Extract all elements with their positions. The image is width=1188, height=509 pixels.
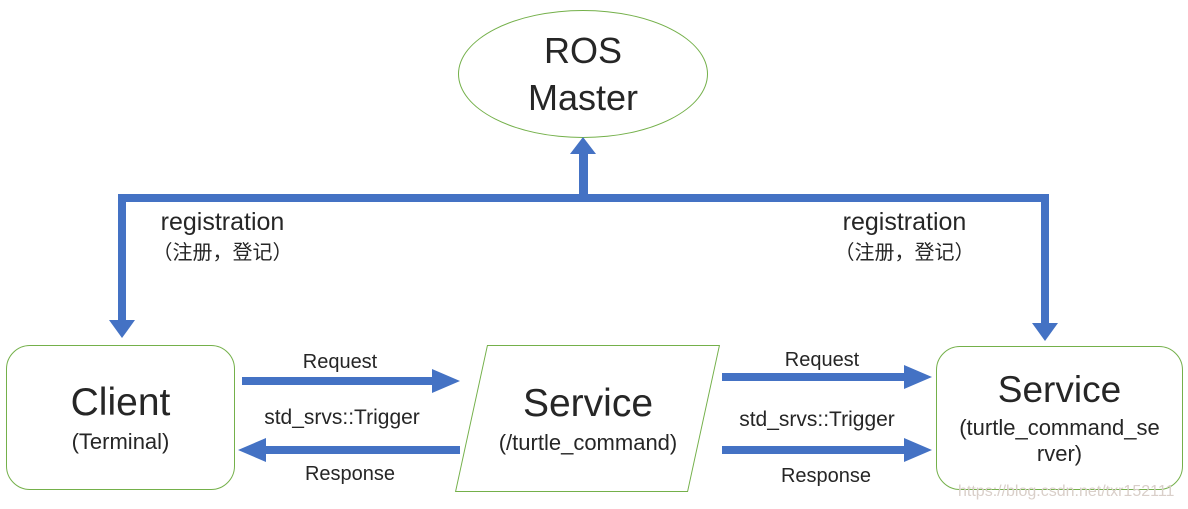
ros-master-node: ROS Master — [458, 10, 708, 138]
registration-arrow-up-head-icon — [570, 137, 596, 154]
registration-arrow-up-shaft — [579, 153, 588, 198]
server-response-arrow-head-icon — [904, 438, 932, 462]
registration-right-text-cn: （注册，登记） — [834, 242, 975, 264]
service-node-label: Service (/turtle_command) — [455, 347, 721, 490]
registration-arrow-right-shaft — [1041, 194, 1049, 324]
server-request-arrow-shaft — [722, 373, 904, 381]
client-response-arrow-shaft — [264, 446, 460, 454]
server-node: Service (turtle_command_server) — [936, 346, 1183, 490]
registration-label-right: registration （注册，登记） — [812, 208, 997, 265]
server-srv-type-label: std_srvs::Trigger — [739, 408, 895, 431]
client-request-arrow-head-icon — [432, 369, 460, 393]
client-node: Client (Terminal) — [6, 345, 235, 490]
client-srv-type-label: std_srvs::Trigger — [264, 406, 420, 429]
server-response-label: Response — [780, 465, 872, 487]
service-title: Service — [522, 381, 654, 425]
registration-arrow-left-shaft — [118, 194, 126, 321]
registration-arrow-right-head-icon — [1032, 323, 1058, 341]
watermark-text: https://blog.csdn.net/txr152111 — [958, 483, 1175, 500]
client-response-arrow-head-icon — [238, 438, 266, 462]
registration-left-text-cn: （注册，登记） — [152, 242, 293, 264]
ros-master-label-line2: Master — [527, 77, 639, 118]
client-request-label: Request — [302, 351, 378, 373]
server-subtitle: (turtle_command_server) — [959, 415, 1160, 466]
registration-left-text: registration — [160, 208, 285, 236]
server-request-arrow-head-icon — [904, 365, 932, 389]
registration-bus-line — [118, 194, 1049, 202]
client-title: Client — [70, 380, 171, 424]
client-subtitle: (Terminal) — [71, 428, 170, 454]
service-subtitle: (/turtle_command) — [498, 429, 678, 455]
registration-right-text: registration — [842, 208, 967, 236]
server-response-arrow-shaft — [722, 446, 904, 454]
server-request-label: Request — [784, 349, 860, 371]
server-title: Service — [997, 369, 1122, 410]
ros-master-label-line1: ROS — [543, 30, 622, 71]
registration-arrow-left-head-icon — [109, 320, 135, 338]
registration-label-left: registration （注册，登记） — [130, 208, 315, 265]
client-response-label: Response — [304, 463, 396, 485]
client-request-arrow-shaft — [242, 377, 434, 385]
